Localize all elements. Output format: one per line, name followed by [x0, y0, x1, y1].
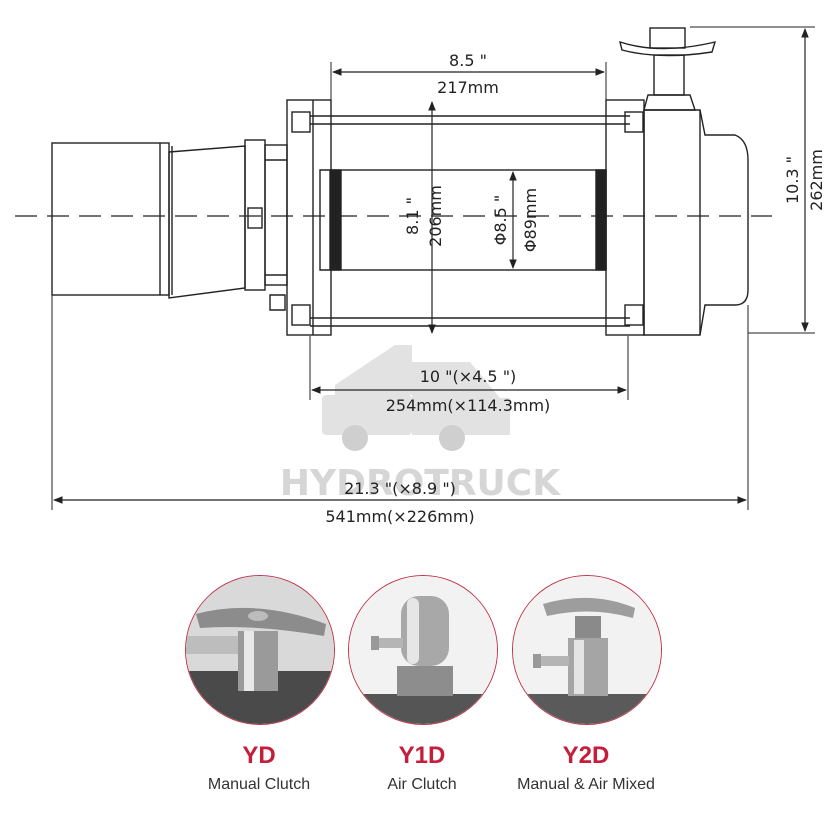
- label-total-in: 21.3 "(×8.9 "): [344, 479, 456, 498]
- label-drum-length-in: 8.5 ": [449, 51, 487, 70]
- clutch-handle: [619, 27, 717, 111]
- left-flange: [286, 99, 332, 336]
- right-flange: [605, 99, 645, 336]
- mixed-clutch-photo-icon: [513, 576, 661, 724]
- label-mount-mm: 254mm(×114.3mm): [386, 396, 551, 415]
- label-drum-flange-in: 8.1 ": [403, 197, 422, 235]
- winch-technical-drawing: HYDROTRUCK: [15, 26, 826, 526]
- clutch-label-y2d: Manual & Air Mixed: [517, 776, 655, 793]
- motor-body: [51, 142, 246, 299]
- clutch-code-y2d: Y2D: [562, 742, 610, 769]
- clutch-option-y1d: [348, 575, 498, 725]
- label-total-mm: 541mm(×226mm): [325, 507, 474, 526]
- label-barrel-in: Φ8.5 ": [491, 195, 510, 245]
- label-barrel-mm: Φ89mm: [521, 188, 540, 252]
- clutch-code-yd: YD: [242, 742, 276, 769]
- t-handle-clutch-photo-icon: [186, 576, 334, 724]
- clutch-option-yd: [185, 575, 335, 725]
- clutch-option-y2d: [512, 575, 662, 725]
- label-height-mm: 262mm: [807, 149, 826, 211]
- tie-rods: [310, 115, 630, 327]
- winch-drum: [330, 169, 607, 271]
- label-drum-flange-mm: 206mm: [426, 185, 445, 247]
- clutch-label-y1d: Air Clutch: [387, 776, 457, 793]
- label-mount-in: 10 "(×4.5 "): [420, 367, 517, 386]
- clutch-label-yd: Manual Clutch: [207, 776, 311, 793]
- label-height-in: 10.3 ": [783, 156, 802, 204]
- gearbox-housing: [643, 109, 749, 336]
- label-drum-length-mm: 217mm: [437, 78, 499, 97]
- gear-coupling: [244, 139, 288, 311]
- watermark-truck-icon: [322, 345, 510, 451]
- clutch-code-y1d: Y1D: [398, 742, 446, 769]
- extension-lines: [51, 26, 815, 510]
- air-valve-clutch-photo-icon: [349, 576, 497, 724]
